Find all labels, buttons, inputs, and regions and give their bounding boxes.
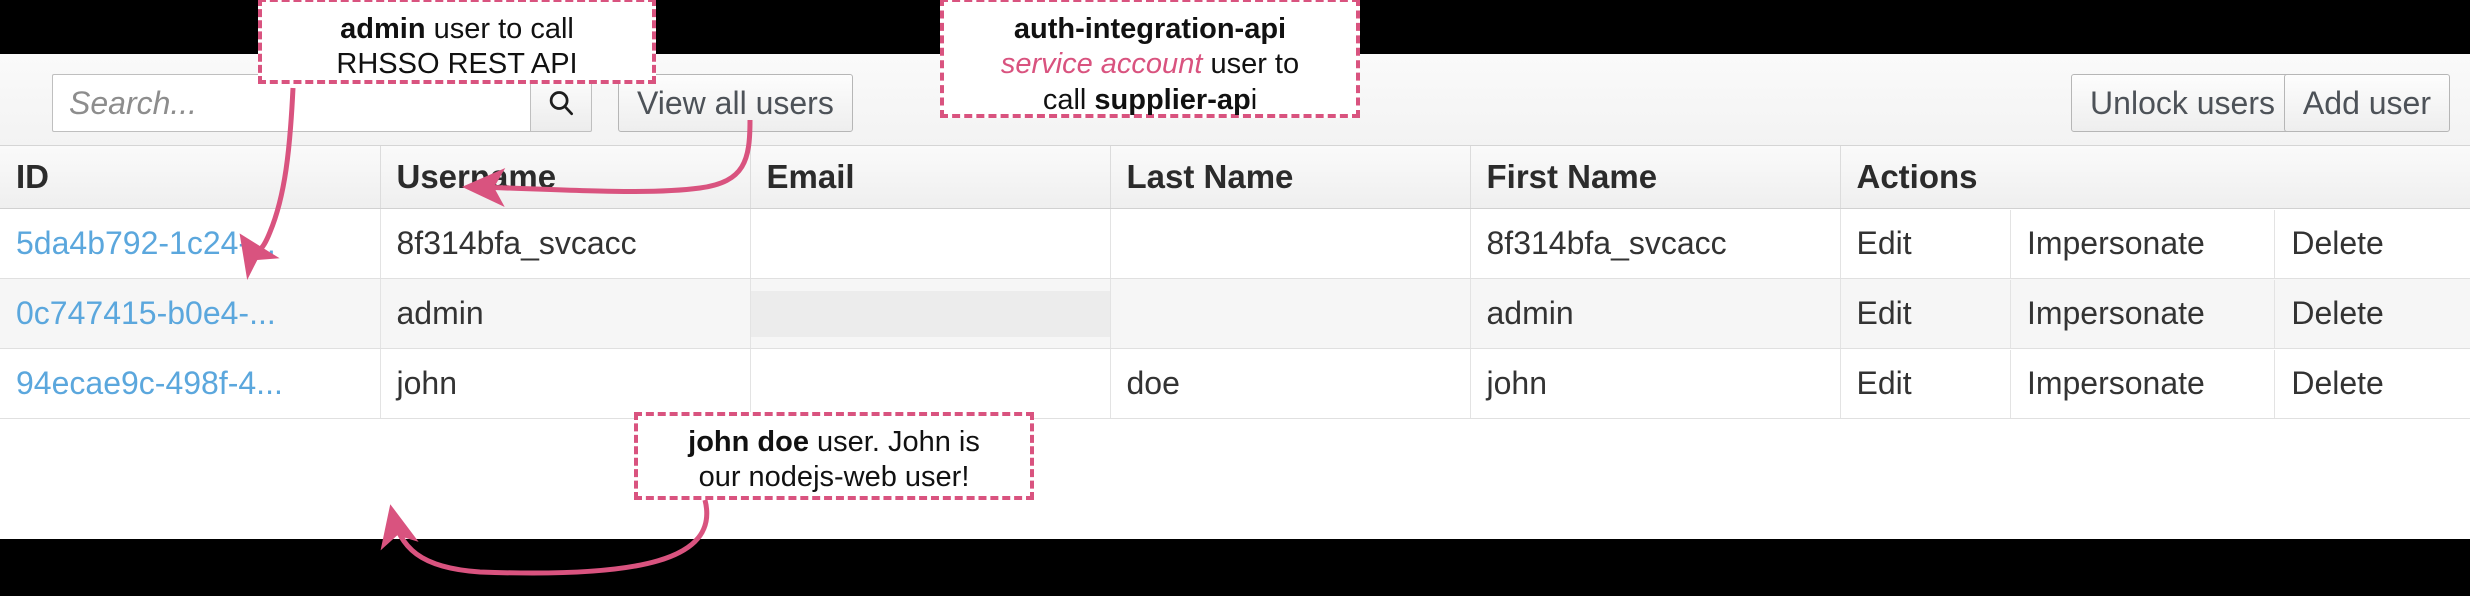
table-header-row: ID Username Email Last Name First Name A…	[0, 146, 2470, 209]
cell-username: admin	[380, 278, 751, 349]
annotation-svcacc-emphasis: service account	[1000, 48, 1203, 81]
cell-email	[750, 208, 1111, 279]
annotation-service-account: auth-integration-api service account use…	[940, 0, 1360, 118]
annotation-svcacc-line3-bold: supplier-ap	[1094, 83, 1251, 116]
cell-username: john	[380, 348, 751, 419]
users-panel: View all users Unlock users Add user ID …	[0, 54, 2470, 539]
column-header-actions: Actions	[1840, 146, 2470, 209]
cell-email	[750, 278, 1111, 349]
annotation-admin-user: admin user to call RHSSO REST API	[258, 0, 656, 84]
cell-id: 94ecae9c-498f-4...	[0, 348, 381, 419]
cell-email	[750, 348, 1111, 419]
table-row: 5da4b792-1c24-... 8f314bfa_svcacc 8f314bfa…	[0, 208, 2470, 279]
cell-last-name: doe	[1110, 348, 1471, 419]
action-edit-button[interactable]: Edit	[1840, 279, 2011, 348]
unlock-users-button[interactable]: Unlock users	[2071, 74, 2294, 132]
annotation-john-line2: our nodejs-web user!	[698, 461, 970, 494]
action-delete-button[interactable]: Delete	[2291, 365, 2384, 401]
annotation-svcacc-line2-rest: user to	[1202, 48, 1300, 81]
annotation-svcacc-line3-pre: call	[1042, 83, 1095, 116]
column-header-first-name[interactable]: First Name	[1470, 146, 1841, 209]
cell-first-name: john	[1470, 348, 1841, 419]
user-id-link[interactable]: 94ecae9c-498f-4...	[16, 365, 283, 401]
cell-username: 8f314bfa_svcacc	[380, 208, 751, 279]
action-delete-button[interactable]: Delete	[2291, 295, 2384, 331]
annotation-john-doe: john doe user. John is our nodejs-web us…	[634, 412, 1034, 500]
user-id-link[interactable]: 5da4b792-1c24-...	[16, 225, 276, 261]
cell-last-name	[1110, 278, 1471, 349]
add-user-button[interactable]: Add user	[2283, 74, 2450, 132]
column-header-username[interactable]: Username	[380, 146, 751, 209]
annotation-admin-bold: admin	[340, 13, 426, 45]
annotation-john-rest: user. John is	[808, 426, 980, 458]
action-edit-button[interactable]: Edit	[1840, 209, 2011, 278]
column-header-id[interactable]: ID	[0, 146, 381, 209]
action-edit-button[interactable]: Edit	[1840, 349, 2011, 418]
users-table: ID Username Email Last Name First Name A…	[0, 146, 2470, 419]
cell-last-name	[1110, 208, 1471, 279]
cell-first-name: admin	[1470, 278, 1841, 349]
annotation-svcacc-line3-post: i	[1250, 83, 1258, 116]
annotation-admin-rest: user to call	[425, 13, 574, 45]
cell-id: 5da4b792-1c24-...	[0, 208, 381, 279]
action-delete-button[interactable]: Delete	[2291, 225, 2384, 261]
action-impersonate-button[interactable]: Impersonate	[2010, 279, 2276, 348]
action-impersonate-button[interactable]: Impersonate	[2010, 209, 2276, 278]
annotation-admin-line2: RHSSO REST API	[336, 48, 578, 81]
cell-id: 0c747415-b0e4-...	[0, 278, 381, 349]
column-header-email[interactable]: Email	[750, 146, 1111, 209]
email-placeholder-block	[750, 290, 1109, 337]
annotation-john-bold: john doe	[688, 426, 809, 458]
column-header-last-name[interactable]: Last Name	[1110, 146, 1471, 209]
search-icon	[546, 88, 576, 118]
action-impersonate-button[interactable]: Impersonate	[2010, 349, 2276, 418]
cell-first-name: 8f314bfa_svcacc	[1470, 208, 1841, 279]
user-id-link[interactable]: 0c747415-b0e4-...	[16, 295, 276, 331]
annotation-svcacc-title: auth-integration-api	[1013, 13, 1287, 45]
